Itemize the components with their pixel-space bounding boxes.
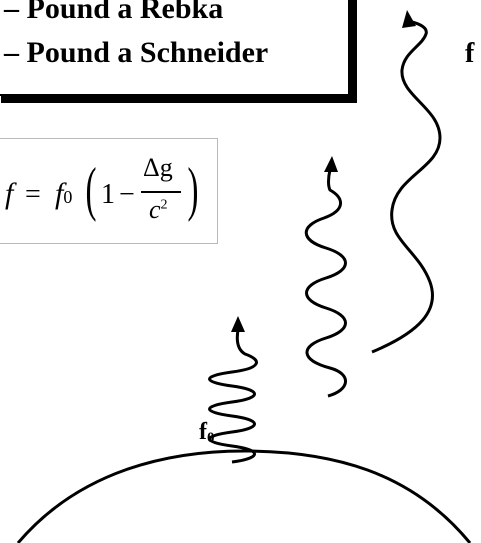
label-base-frequency: f0 (199, 419, 215, 446)
formula-f0: f0 (55, 177, 73, 210)
photon-arrow-short (231, 316, 245, 332)
experiment-caption-box: – Pound a Rebka – Pound a Schneider (0, 0, 350, 96)
formula-numerator: Δg (143, 153, 173, 182)
formula-denominator: c2 (149, 195, 168, 224)
formula-one: 1 (101, 179, 115, 210)
formula-right-paren: ) (187, 156, 199, 222)
formula-box: f = f0 ( 1 − Δg c2 ) (0, 138, 218, 244)
planet-surface-arc (16, 449, 472, 543)
caption-line-pound-rebka: – Pound a Rebka (4, 0, 224, 25)
photon-wave-middle (304, 169, 347, 398)
photon-arrow-tall (402, 10, 416, 28)
formula-minus: − (119, 179, 135, 210)
gravitational-redshift-formula: f = f0 ( 1 − Δg c2 ) (3, 151, 215, 235)
formula-lhs: f (5, 177, 14, 210)
formula-equals: = (25, 179, 41, 210)
photon-wave-tall (371, 20, 442, 354)
formula-fraction-bar (141, 191, 181, 193)
photon-arrow-middle (324, 156, 338, 172)
caption-line-pound-schneider: – Pound a Schneider (4, 36, 269, 69)
label-shifted-frequency: f (465, 38, 475, 69)
formula-left-paren: ( (85, 156, 97, 222)
photon-wave-short (208, 329, 258, 464)
